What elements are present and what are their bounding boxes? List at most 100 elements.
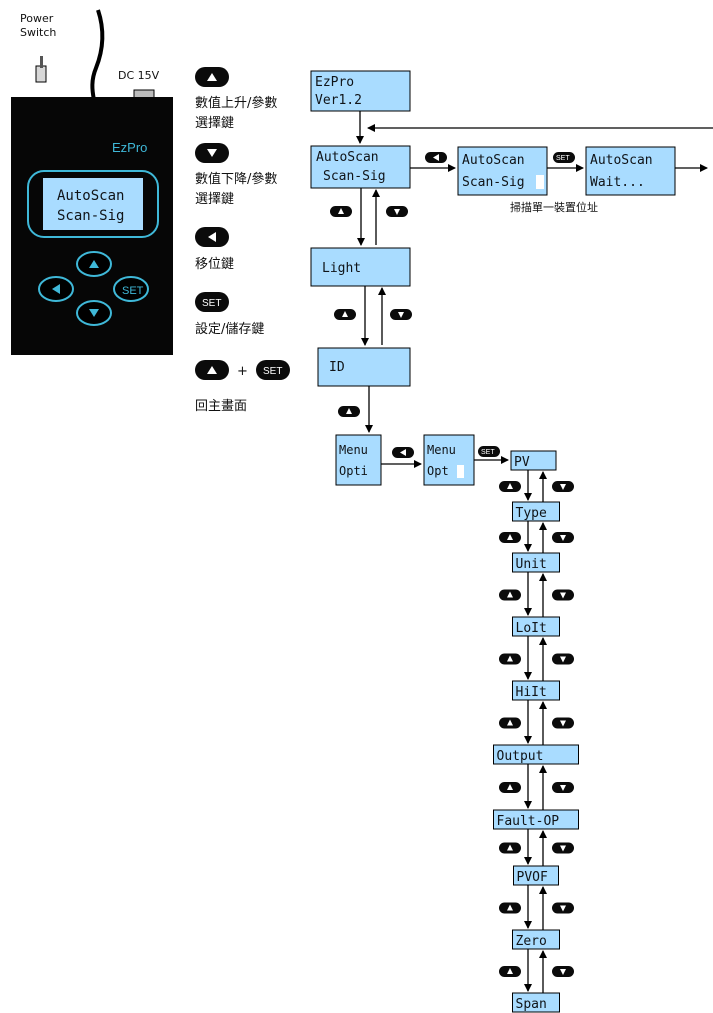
menu-item-type	[512, 501, 560, 522]
screen-light	[310, 247, 411, 287]
menu-item-hiit	[512, 680, 560, 701]
down-arrow-icon	[560, 535, 566, 541]
legend-up-desc-2: 選擇鍵	[195, 115, 234, 131]
device-display-line2: Scan-Sig	[57, 208, 124, 224]
up-arrow-icon	[507, 534, 513, 540]
menu-item-type-label: Type	[516, 506, 547, 521]
legend-plus: +	[237, 364, 248, 379]
screen-ezpro-line1: EzPro	[315, 75, 354, 90]
screen-autoscan-line2: Scan-Sig	[323, 169, 386, 184]
legend-home-desc: 回主畫面	[195, 399, 247, 414]
legend-down-desc-1: 數值下降/參數	[195, 171, 277, 187]
down-arrow-icon	[560, 785, 566, 791]
left-arrow-icon	[52, 284, 60, 294]
menu-item-loit-label: LoIt	[516, 621, 547, 636]
up-arrow-icon	[342, 311, 348, 317]
down-arrow-icon	[560, 969, 566, 975]
screen-id-text: ID	[329, 360, 345, 375]
screen-menu1-line2: Opti	[339, 464, 368, 478]
device-display-bezel	[27, 170, 159, 238]
screen-autoscan2	[457, 146, 548, 196]
down-arrow-icon	[89, 309, 99, 317]
down-arrow-icon	[398, 312, 404, 318]
up-arrow-icon	[207, 73, 217, 81]
power-cable	[90, 9, 105, 101]
up-arrow-icon	[207, 366, 217, 374]
power-label-line2: Switch	[20, 26, 56, 39]
menu-item-zero-label: Zero	[516, 934, 547, 949]
down-arrow-icon	[394, 209, 400, 215]
down-arrow-icon	[560, 656, 566, 663]
cursor-block	[457, 465, 464, 478]
down-arrow-icon	[560, 484, 566, 490]
up-arrow-icon	[507, 483, 513, 489]
legend-set-desc: 設定/儲存鍵	[195, 321, 264, 337]
key-set-small-label: SET	[481, 449, 495, 456]
menu-item-fault-op-label: Fault-OP	[497, 814, 560, 829]
screen-id	[317, 347, 411, 387]
left-arrow-icon	[433, 154, 439, 161]
menu-item-zero	[512, 929, 560, 950]
top-flow: EzPro Ver1.2 AutoScan Scan-Sig AutoScan …	[310, 70, 713, 486]
up-arrow-icon	[507, 904, 513, 911]
screen-light-text: Light	[322, 261, 361, 276]
down-arrow-icon	[560, 592, 566, 599]
up-arrow-icon	[507, 784, 513, 790]
screen-ezpro	[310, 70, 411, 112]
cursor-block	[536, 175, 544, 189]
menu-item-span	[512, 992, 560, 1013]
menu-item-loit	[512, 616, 560, 637]
legend-down-desc-2: 選擇鍵	[195, 191, 234, 207]
down-arrow-icon	[207, 149, 217, 157]
menu-item-output-label: Output	[497, 749, 544, 764]
dc-label: DC 15V	[118, 69, 160, 82]
screen-wait	[585, 146, 676, 196]
legend-set-label: SET	[202, 298, 221, 309]
switch-lever[interactable]	[40, 56, 43, 68]
screen-wait-line1: AutoScan	[590, 153, 653, 168]
left-arrow-icon	[400, 449, 406, 456]
menu-item-unit-label: Unit	[516, 557, 547, 572]
key-set-small-label: SET	[556, 155, 570, 162]
menu-item-pv	[510, 450, 557, 471]
screen-autoscan2-line1: AutoScan	[462, 153, 525, 168]
key-set-small	[478, 446, 500, 457]
down-arrow-icon	[560, 720, 566, 727]
menu-item-pvof	[513, 865, 559, 886]
menu-item-span-label: Span	[516, 997, 547, 1012]
key-legend: 數值上升/參數 選擇鍵 數值下降/參數 選擇鍵 移位鍵 SET 設定/儲存鍵 +…	[195, 67, 290, 414]
screen-autoscan	[310, 145, 411, 189]
device-set-button[interactable]	[113, 276, 149, 302]
key-set-small	[553, 152, 575, 163]
menu-item-fault-op	[493, 809, 579, 830]
up-arrow-icon	[346, 408, 352, 414]
power-switch[interactable]	[35, 65, 47, 83]
menu-column: PVTypeUnitLoItHiItOutputFault-OPPVOFZero…	[493, 450, 579, 1013]
legend-home-set-key	[256, 360, 290, 380]
up-arrow-icon	[89, 260, 99, 268]
menu-item-output	[493, 744, 579, 765]
screen-ezpro-line2: Ver1.2	[315, 93, 362, 108]
up-arrow-icon	[507, 655, 513, 662]
legend-shift-desc: 移位鍵	[195, 256, 234, 272]
menu-item-unit	[512, 552, 560, 573]
screen-menu2-line1: Menu	[427, 443, 456, 457]
device-brand: EzPro	[112, 140, 147, 155]
screen-menu1	[335, 434, 382, 486]
down-arrow-icon	[560, 905, 566, 912]
screen-autoscan2-line2: Scan-Sig	[462, 175, 525, 190]
legend-set-key	[195, 292, 229, 312]
device-display	[43, 178, 143, 230]
menu-item-pv-label: PV	[514, 455, 530, 470]
device-display-line1: AutoScan	[57, 188, 124, 204]
screen-autoscan-line1: AutoScan	[316, 150, 379, 165]
screen-menu1-line1: Menu	[339, 443, 368, 457]
power-label-line1: Power	[20, 12, 54, 25]
device: Power Switch DC 15V EzPro AutoScan Scan-…	[11, 9, 173, 355]
up-arrow-icon	[507, 591, 513, 598]
down-arrow-icon	[560, 845, 566, 852]
scan-note: 掃描單一裝置位址	[510, 200, 598, 214]
dc-connector	[133, 89, 155, 99]
up-arrow-icon	[507, 968, 513, 974]
